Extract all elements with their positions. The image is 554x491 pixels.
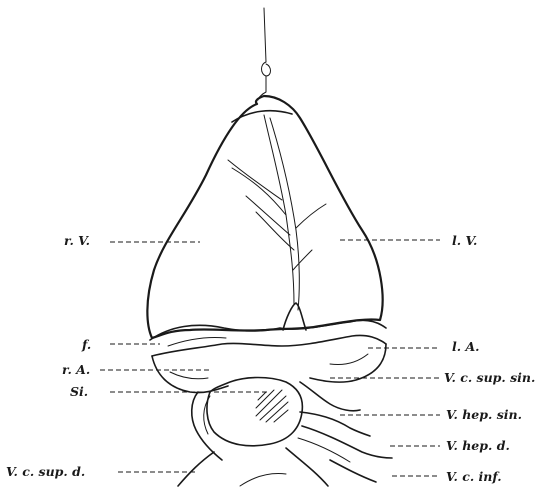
suspension-thread bbox=[264, 8, 266, 62]
coronary-branch-2 bbox=[228, 160, 282, 200]
atrium-fold-left bbox=[170, 372, 208, 379]
label-fat: f. bbox=[82, 338, 91, 352]
apex-fold bbox=[232, 111, 292, 122]
label-right-atrium: r. A. bbox=[62, 363, 90, 377]
coronary-branch-6 bbox=[293, 250, 312, 270]
suspension-hook bbox=[258, 62, 271, 100]
label-left-atrium: l. A. bbox=[452, 340, 480, 354]
v-hep-d-vessel bbox=[302, 426, 392, 458]
ventricle-outline bbox=[147, 96, 382, 338]
v-hep-sin-vessel bbox=[300, 412, 370, 436]
label-right-ventricle: r. V. bbox=[64, 234, 90, 248]
v-c-inf-vessel bbox=[330, 460, 376, 482]
label-v-hep-d: V. hep. d. bbox=[446, 439, 510, 453]
sinus-hatching bbox=[256, 390, 288, 422]
atrium-fold-right bbox=[330, 354, 368, 365]
base-left-outline bbox=[178, 452, 214, 486]
coronary-groove-lower bbox=[152, 335, 386, 356]
label-left-ventricle: l. V. bbox=[452, 234, 477, 248]
v-c-sup-sin-vessel bbox=[300, 382, 360, 411]
base-right-outline bbox=[286, 448, 328, 486]
septum-tip bbox=[283, 303, 306, 330]
base-curve bbox=[240, 474, 286, 487]
label-sinus: Si. bbox=[70, 385, 88, 399]
coronary-branch-5 bbox=[296, 204, 326, 228]
label-v-c-sup-sin: V. c. sup. sin. bbox=[444, 371, 535, 385]
label-v-c-inf: V. c. inf. bbox=[446, 470, 502, 484]
label-v-hep-sin: V. hep. sin. bbox=[446, 408, 522, 422]
coronary-vessel-main bbox=[264, 115, 294, 305]
label-v-c-sup-d: V. c. sup. d. bbox=[6, 465, 85, 479]
